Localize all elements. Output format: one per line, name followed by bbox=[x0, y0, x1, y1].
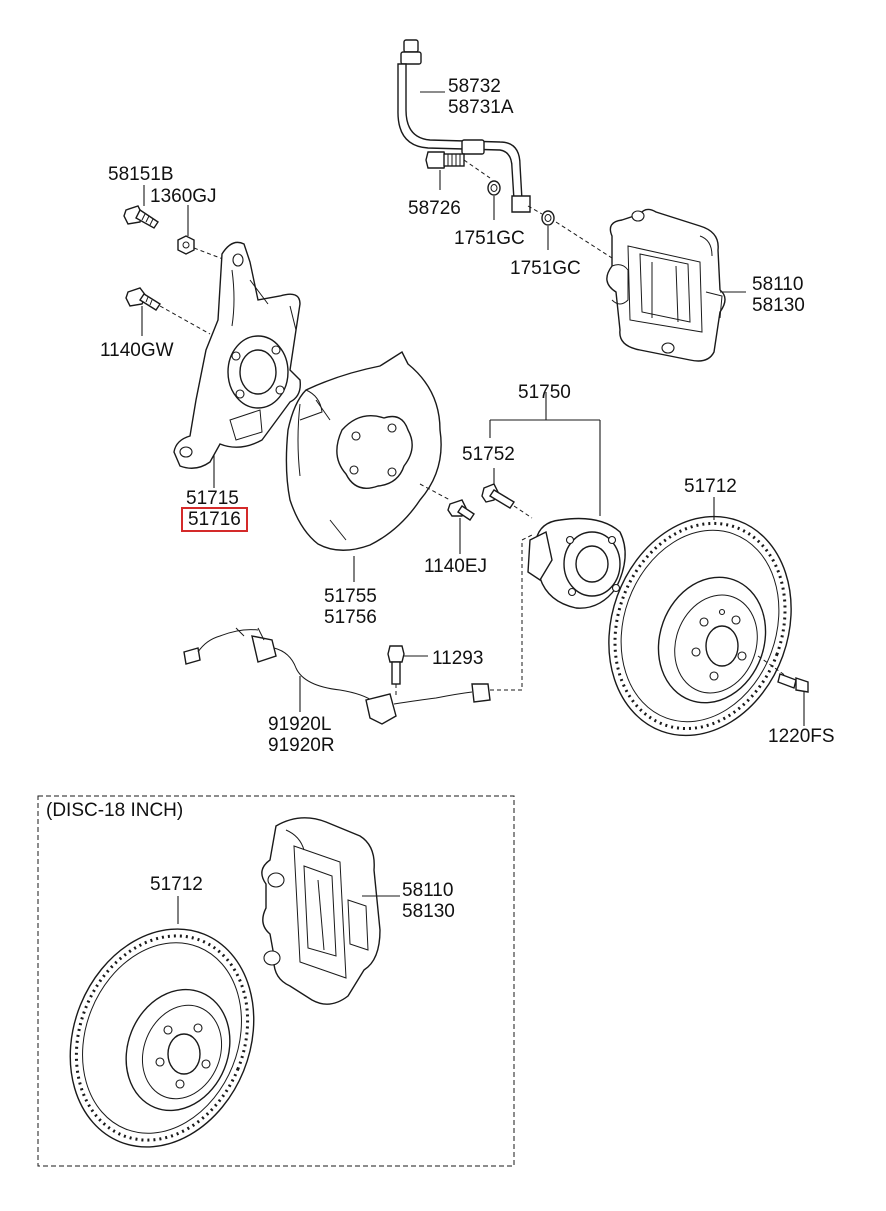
part-number-58731a[interactable]: 58731A bbox=[448, 97, 514, 118]
part-number-58130[interactable]: 58130 bbox=[752, 295, 805, 316]
part-number-58732[interactable]: 58732 bbox=[448, 76, 501, 97]
label-58732[interactable]: 58732 58731A bbox=[448, 76, 514, 118]
label-11293[interactable]: 11293 bbox=[432, 648, 484, 669]
inset-part-number-58110[interactable]: 58110 bbox=[402, 880, 454, 901]
knuckle-bolt-1140gw[interactable] bbox=[125, 287, 161, 311]
brake-caliper[interactable] bbox=[606, 208, 726, 362]
inset-label-51712[interactable]: 51712 bbox=[150, 874, 203, 895]
label-51755-51756[interactable]: 51755 51756 bbox=[324, 586, 377, 628]
label-58151b[interactable]: 58151B bbox=[108, 164, 174, 185]
knuckle-bolt-58151b[interactable] bbox=[123, 205, 159, 229]
label-51752[interactable]: 51752 bbox=[462, 444, 515, 465]
gasket-ring-1[interactable] bbox=[487, 180, 501, 196]
label-58110-58130[interactable]: 58110 58130 bbox=[752, 274, 805, 316]
disc-screw[interactable] bbox=[777, 673, 809, 693]
label-1751gc-2[interactable]: 1751GC bbox=[510, 258, 581, 279]
hub-bolt[interactable] bbox=[481, 483, 515, 509]
label-91920l-91920r[interactable]: 91920L 91920R bbox=[268, 714, 335, 756]
label-51712[interactable]: 51712 bbox=[684, 476, 737, 497]
label-1751gc-1[interactable]: 1751GC bbox=[454, 228, 525, 249]
sensor-bolt[interactable] bbox=[387, 645, 405, 685]
part-number-58110[interactable]: 58110 bbox=[752, 274, 804, 295]
brake-hose[interactable] bbox=[397, 39, 531, 213]
knuckle-nut-1360gj[interactable] bbox=[177, 235, 195, 255]
inset-part-number-58130[interactable]: 58130 bbox=[402, 901, 455, 922]
inset-brake-disc[interactable] bbox=[38, 901, 285, 1175]
label-58726[interactable]: 58726 bbox=[408, 198, 461, 219]
label-1360gj[interactable]: 1360GJ bbox=[150, 186, 217, 207]
part-number-91920l[interactable]: 91920L bbox=[268, 714, 332, 735]
steering-knuckle[interactable] bbox=[173, 241, 301, 469]
part-number-51756[interactable]: 51756 bbox=[324, 607, 377, 628]
dust-cover[interactable] bbox=[285, 350, 442, 551]
label-1220fs[interactable]: 1220FS bbox=[768, 726, 835, 747]
label-51715[interactable]: 51715 bbox=[186, 488, 239, 509]
gasket-ring-2[interactable] bbox=[541, 210, 555, 226]
inset-frame bbox=[37, 795, 515, 1167]
label-1140gw[interactable]: 1140GW bbox=[100, 340, 174, 361]
label-51750[interactable]: 51750 bbox=[518, 382, 571, 403]
part-number-91920r[interactable]: 91920R bbox=[268, 735, 335, 756]
inset-title: (DISC-18 INCH) bbox=[46, 800, 184, 821]
label-51716-highlighted[interactable]: 51716 bbox=[181, 507, 248, 532]
bolt-1140ej[interactable] bbox=[447, 499, 475, 521]
inset-brake-caliper[interactable] bbox=[261, 817, 381, 1005]
inset-label-58110-58130[interactable]: 58110 58130 bbox=[402, 880, 455, 922]
part-number-51755[interactable]: 51755 bbox=[324, 586, 377, 607]
wheel-hub-assembly[interactable] bbox=[527, 517, 626, 609]
label-1140ej[interactable]: 1140EJ bbox=[424, 556, 488, 577]
brake-disc[interactable] bbox=[579, 491, 821, 762]
wheel-speed-sensor[interactable] bbox=[183, 627, 491, 725]
banjo-bolt[interactable] bbox=[425, 151, 465, 169]
